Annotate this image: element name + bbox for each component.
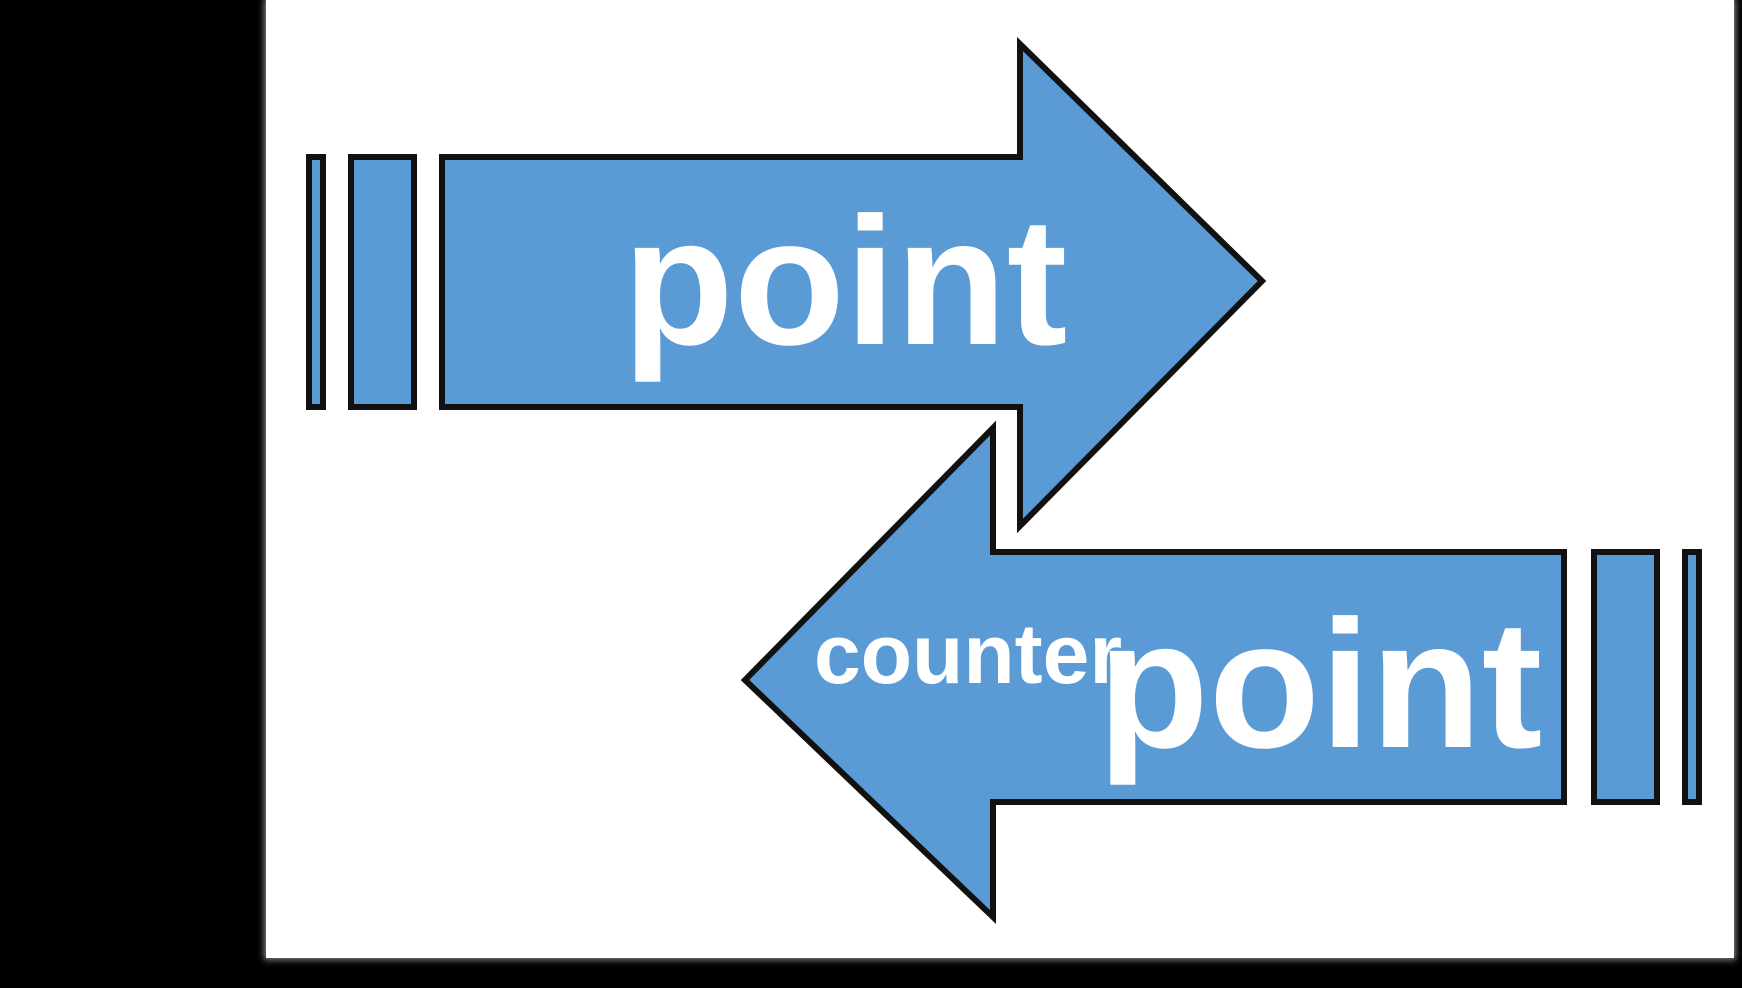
- right-arrow-stripe-large: [348, 154, 417, 410]
- left-arrow-stripe-small: [1682, 549, 1702, 805]
- left-arrow-prefix: counter: [814, 607, 1122, 701]
- right-arrow: [439, 36, 1267, 534]
- right-arrow-group: point: [306, 36, 1267, 534]
- right-arrow-label: point: [623, 179, 1068, 383]
- left-arrow: [740, 420, 1567, 925]
- left-arrow-group: counter point: [740, 420, 1702, 925]
- left-arrow-label: point: [1098, 582, 1543, 786]
- left-arrow-stripe-large: [1591, 549, 1660, 805]
- right-arrow-stripe-small: [306, 154, 326, 410]
